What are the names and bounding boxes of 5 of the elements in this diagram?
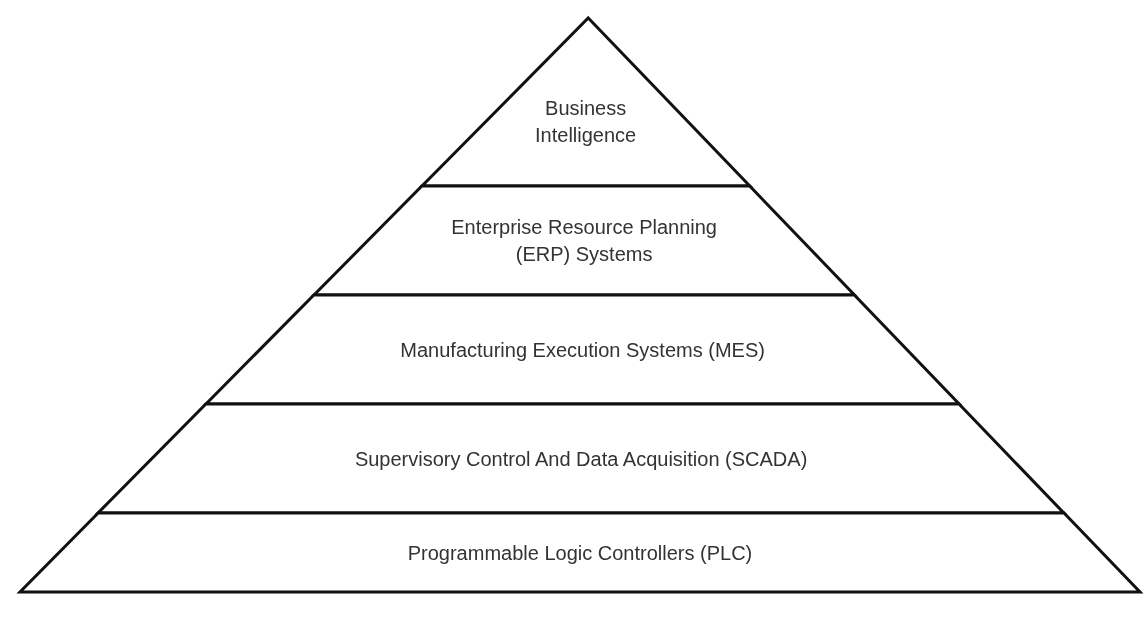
tier-label: Enterprise Resource Planning (ERP) Systems <box>450 214 718 267</box>
tier-label: Business Intelligence <box>534 96 638 149</box>
tier-label: Supervisory Control And Data Acquisition (SCADA) <box>353 446 809 472</box>
tier-label: Manufacturing Execution Systems (MES) <box>399 337 766 363</box>
tier-label: Programmable Logic Controllers (PLC) <box>406 540 754 566</box>
